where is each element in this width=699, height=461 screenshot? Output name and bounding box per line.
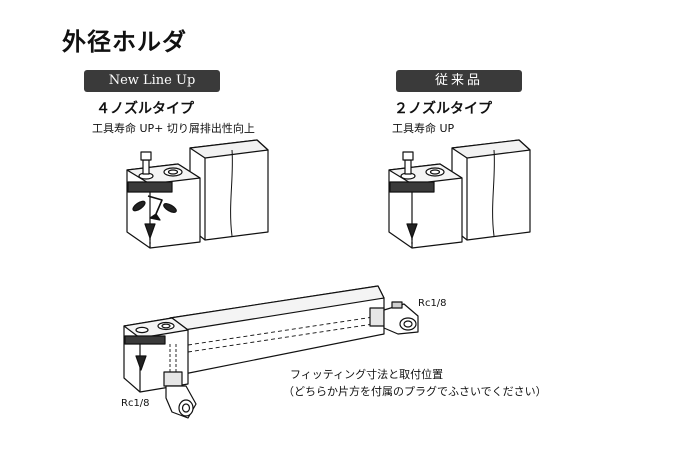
port-label-bottom: Rc1/8: [121, 398, 150, 409]
port-label-top: Rc1/8: [418, 298, 447, 309]
new-feature-text: 工具寿命 UP+ 切り屑排出性向上: [92, 122, 255, 135]
new-nozzle-type: ４ノズルタイプ: [96, 101, 194, 117]
page-title: 外径ホルダ: [62, 28, 187, 56]
new-line-up-badge: New Line Up: [84, 70, 220, 92]
two-nozzle-holder-illustration: [388, 139, 531, 249]
old-feature-text: 工具寿命 UP: [392, 122, 455, 135]
old-nozzle-type: ２ノズルタイプ: [394, 101, 492, 117]
conventional-badge: 従来品: [396, 70, 522, 92]
fitting-note-line2: （どちらか片方を付属のプラグでふさいでください）: [283, 385, 547, 398]
fitting-position-illustration: [123, 285, 419, 419]
fitting-note-line1: フィッティング寸法と取付位置: [290, 368, 444, 381]
four-nozzle-holder-illustration: [126, 139, 269, 249]
